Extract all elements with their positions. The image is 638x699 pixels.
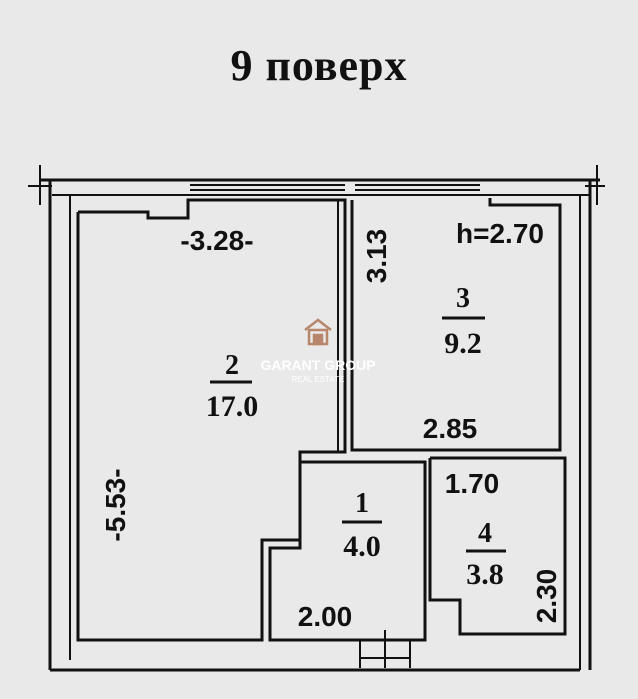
room4-outline xyxy=(428,456,567,636)
dim-room4-length: 2.30 xyxy=(531,569,562,624)
dim-ceiling-height: h=2.70 xyxy=(456,218,544,249)
room2-area: 17.0 xyxy=(206,390,259,423)
room4-area: 3.8 xyxy=(466,558,504,591)
room3-number: 3 xyxy=(456,283,470,314)
dim-room3-width: 2.85 xyxy=(423,413,478,444)
dim-room1-width: 2.00 xyxy=(298,601,353,632)
floor-title: 9 поверх xyxy=(230,41,408,90)
walls xyxy=(28,165,605,672)
room3-outline xyxy=(350,198,562,452)
dim-room2-length: -5.53- xyxy=(100,468,131,541)
room2-number: 2 xyxy=(225,350,239,381)
room1-outline xyxy=(268,460,427,642)
room1-number: 1 xyxy=(355,488,369,519)
room4-number: 4 xyxy=(478,518,492,549)
house-logo-icon xyxy=(304,318,332,346)
watermark-sub: REAL ESTATE xyxy=(292,375,345,384)
room2-outline xyxy=(76,198,347,642)
dim-room2-width: -3.28- xyxy=(180,225,253,256)
room3-area: 9.2 xyxy=(444,327,482,360)
watermark: GARANT GROUP REAL ESTATE xyxy=(260,318,376,384)
watermark-brand: GARANT GROUP xyxy=(260,357,375,373)
room1-area: 4.0 xyxy=(343,530,381,563)
dim-room3-length: 3.13 xyxy=(361,229,392,284)
dim-room4-width: 1.70 xyxy=(445,468,500,499)
